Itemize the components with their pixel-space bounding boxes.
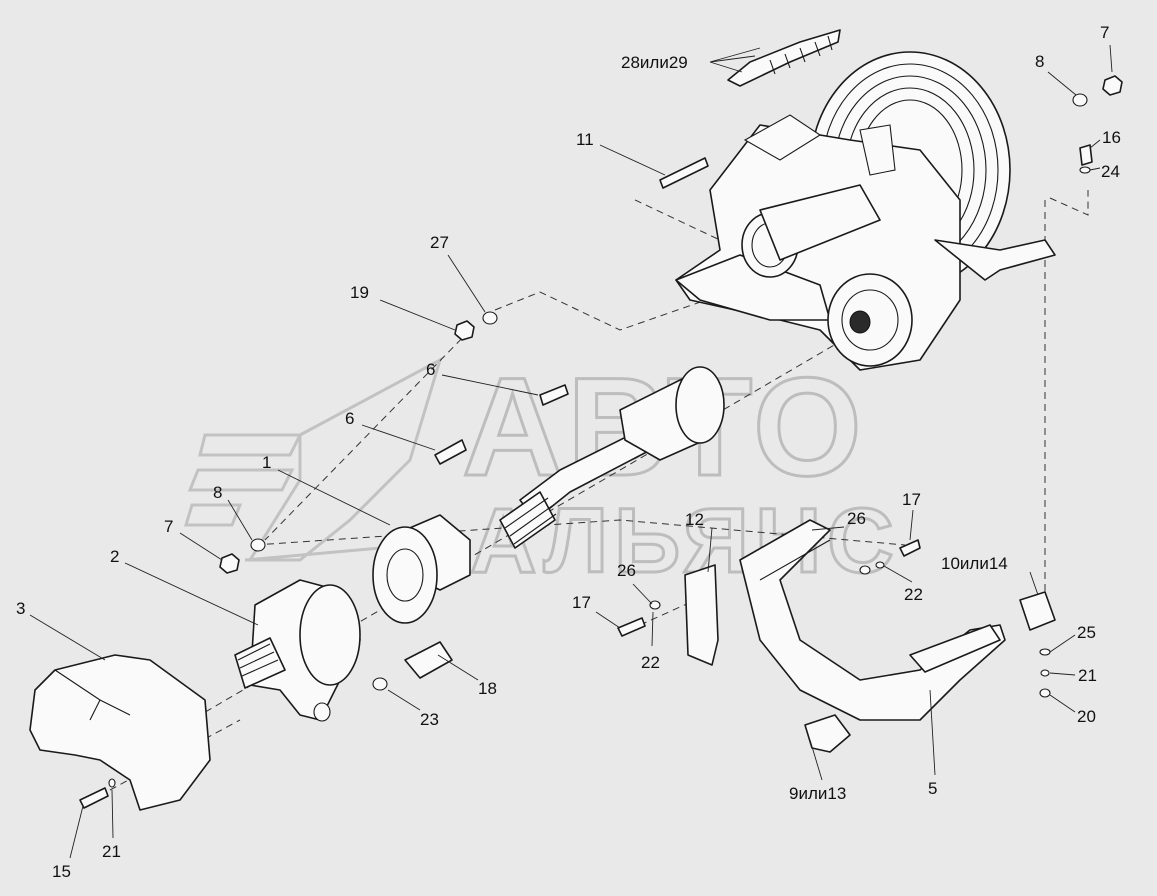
gearbox-assembly: [675, 51, 1056, 371]
callout-10or14: 10или14: [941, 554, 1008, 573]
callout-labels: 28или29 7 8 16 24 11 27 19 6 6 1 8 7 2 3…: [16, 23, 1121, 881]
callout-7-left: 7: [164, 517, 173, 536]
driveshaft: [372, 366, 725, 624]
callout-28or29: 28или29: [621, 53, 688, 72]
callout-18: 18: [478, 679, 497, 698]
callout-21-right: 21: [1078, 666, 1097, 685]
callout-27: 27: [430, 233, 449, 252]
callout-5: 5: [928, 779, 937, 798]
callout-22-left: 22: [641, 653, 660, 672]
callout-6-lower: 6: [345, 409, 354, 428]
callout-23: 23: [420, 710, 439, 729]
callout-11: 11: [576, 130, 594, 149]
flange-housing: [234, 579, 361, 722]
callout-8-left: 8: [213, 483, 222, 502]
callout-12: 12: [685, 510, 704, 529]
callout-17-left: 17: [572, 593, 591, 612]
callout-21-left: 21: [102, 842, 121, 861]
callout-9or13: 9или13: [789, 784, 846, 803]
callout-22-right: 22: [904, 585, 923, 604]
guard-cover: [29, 654, 211, 811]
drive-belt: [727, 29, 841, 87]
callout-7-top: 7: [1100, 23, 1109, 42]
callout-17-right: 17: [902, 490, 921, 509]
callout-16: 16: [1102, 128, 1121, 147]
callout-26-right: 26: [847, 509, 866, 528]
callout-2: 2: [110, 547, 119, 566]
callout-15: 15: [52, 862, 71, 881]
callout-8-top: 8: [1035, 52, 1044, 71]
callout-24: 24: [1101, 162, 1120, 181]
callout-20: 20: [1077, 707, 1096, 726]
callout-6-upper: 6: [426, 360, 435, 379]
support-strap: [684, 519, 1056, 753]
fasteners: [79, 75, 1123, 809]
callout-1: 1: [262, 453, 271, 472]
callout-25: 25: [1077, 623, 1096, 642]
callout-26-left: 26: [617, 561, 636, 580]
leader-lines: [29, 44, 1113, 859]
callout-19: 19: [350, 283, 369, 302]
callout-3: 3: [16, 599, 25, 618]
